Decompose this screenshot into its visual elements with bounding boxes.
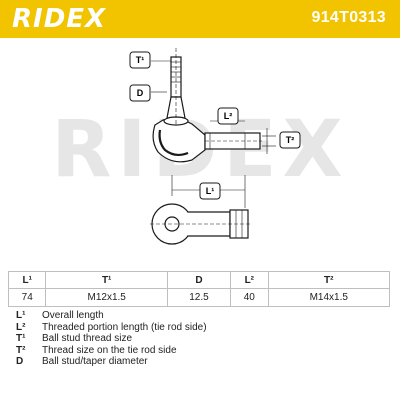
- legend-item: D Ball stud/taper diameter: [16, 356, 207, 368]
- legend: L¹ Overall length L² Threaded portion le…: [16, 310, 207, 368]
- legend-key: D: [16, 356, 24, 368]
- legend-item: L¹ Overall length: [16, 310, 207, 322]
- spec-header: T²: [267, 271, 390, 289]
- spec-value: M14x1.5: [267, 288, 390, 307]
- label-d: D: [137, 88, 144, 98]
- legend-key: L²: [16, 321, 26, 333]
- legend-item: L² Threaded portion length (tie rod side…: [16, 322, 207, 334]
- spec-value: 12.5: [166, 288, 232, 307]
- legend-item: T¹ Ball stud thread size: [16, 333, 207, 345]
- label-t2: T²: [286, 135, 295, 145]
- spec-header: L¹: [7, 271, 47, 289]
- spec-value: 74: [7, 288, 47, 307]
- legend-desc: Overall length: [42, 310, 104, 321]
- label-l2: L²: [224, 111, 233, 121]
- header-bar: RIDEX 914T0313: [0, 0, 400, 38]
- legend-desc: Ball stud thread size: [42, 333, 133, 345]
- legend-key: L¹: [16, 310, 26, 321]
- spec-table: L¹ T¹ D L² T² 74 M12x1.5 12.5 40 M14x1.5: [7, 271, 390, 307]
- technical-drawing: RIDEX: [51, 48, 343, 245]
- spec-value: 40: [230, 288, 269, 307]
- legend-key: T²: [16, 344, 26, 356]
- legend-desc: Ball stud/taper diameter: [42, 356, 148, 368]
- spec-header: D: [166, 271, 232, 289]
- label-t1: T¹: [136, 55, 145, 65]
- spec-header: T¹: [45, 271, 168, 289]
- part-number: 914T0313: [311, 9, 386, 26]
- spec-header: L²: [230, 271, 269, 289]
- label-l1: L¹: [206, 186, 215, 196]
- legend-key: T¹: [16, 333, 26, 345]
- legend-item: T² Thread size on the tie rod side: [16, 345, 207, 357]
- spec-value-row: 74 M12x1.5 12.5 40 M14x1.5: [7, 288, 390, 307]
- brand-logo: RIDEX: [12, 4, 107, 34]
- legend-desc: Thread size on the tie rod side: [42, 344, 177, 356]
- spec-value: M12x1.5: [45, 288, 168, 307]
- legend-desc: Threaded portion length (tie rod side): [42, 321, 207, 333]
- spec-header-row: L¹ T¹ D L² T²: [7, 271, 390, 289]
- eye-thread: [229, 209, 249, 239]
